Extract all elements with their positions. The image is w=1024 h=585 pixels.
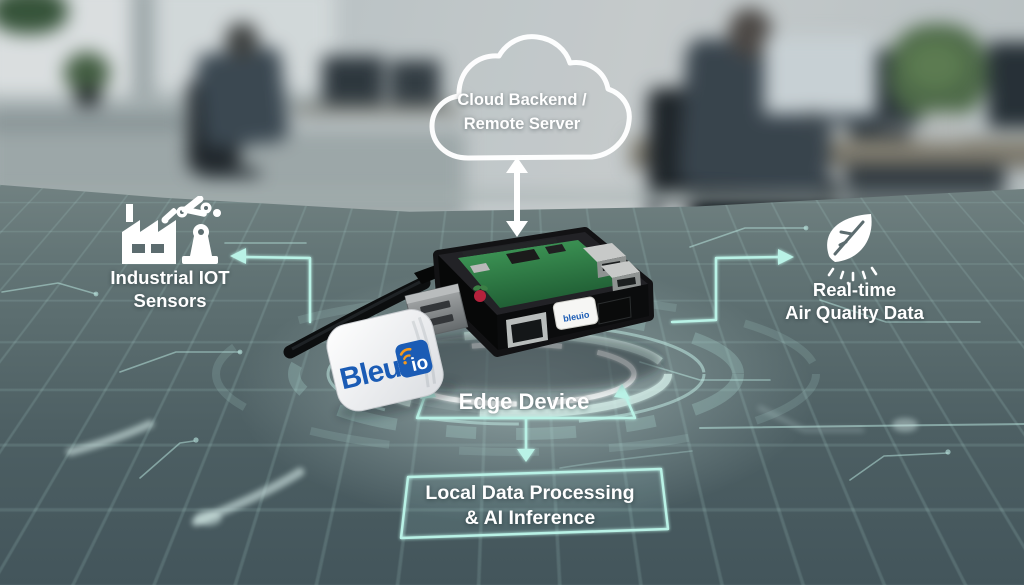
plant	[905, 40, 965, 90]
window-frame	[132, 0, 154, 105]
industrial-label-line1: Industrial IOT	[110, 267, 230, 288]
industrial-label-line2: Sensors	[133, 290, 207, 311]
air-quality-label-line1: Real-time	[812, 279, 897, 300]
left-connector-line	[242, 255, 312, 324]
right-connector-line	[670, 255, 782, 324]
glowing-traces	[66, 405, 918, 527]
processing-label-line2: & AI Inference	[464, 507, 596, 529]
monitor-screen	[764, 36, 876, 114]
ram-chip	[545, 244, 566, 254]
usb-stack	[583, 243, 626, 262]
monitor	[322, 56, 384, 108]
leaf-icon	[818, 212, 890, 287]
pi-case-left	[438, 255, 498, 350]
teal-connectors	[242, 255, 782, 540]
raspberry-pi-device: bleuio	[283, 227, 662, 392]
gpio-header	[462, 238, 558, 257]
keyboard	[850, 128, 910, 138]
processing-box	[399, 467, 670, 540]
arrowhead-down	[517, 449, 535, 462]
arrowhead-left	[230, 248, 246, 264]
usb-port-black	[597, 296, 632, 325]
arrowhead-up-right	[614, 384, 630, 399]
pi-pcb	[458, 240, 628, 308]
factory-robot-icon	[120, 195, 225, 266]
bleuio-mini-dongle: bleuio	[552, 296, 599, 330]
arrowhead-right	[778, 249, 794, 265]
industrial-iot-label: Industrial IOT Sensors	[70, 266, 270, 312]
monitor	[988, 42, 1024, 128]
usb-stack	[601, 261, 640, 278]
table-edge-highlight	[0, 178, 1024, 202]
raspberry-logo	[473, 285, 488, 302]
office-chair	[200, 168, 260, 178]
plant	[0, 0, 68, 34]
monitor	[390, 60, 440, 106]
air-quality-label-line2: Air Quality Data	[785, 302, 924, 323]
dongle-body	[326, 309, 444, 412]
plant-pot	[76, 88, 100, 106]
plant	[64, 52, 110, 94]
processing-box-label: Local Data Processing & AI Inference	[400, 481, 660, 531]
bleuio-dongle: Bleu io	[326, 283, 469, 419]
desk	[295, 104, 460, 116]
monitor-stand	[806, 112, 820, 130]
plant-pot	[922, 112, 964, 142]
usb-cable	[283, 276, 431, 359]
circuit-traces	[1, 225, 1024, 481]
processing-label-line1: Local Data Processing	[425, 482, 635, 504]
person-head	[225, 22, 259, 60]
bidirectional-arrow-icon	[506, 157, 528, 237]
wifi-signal-icon	[399, 347, 412, 356]
dongle-badge-text: io	[409, 352, 430, 376]
cloud-label-line1: Cloud Backend /	[457, 91, 587, 109]
cloud-outline-icon	[429, 34, 632, 161]
mini-dongle-label: bleuio	[562, 309, 590, 324]
soc-chip	[506, 249, 540, 264]
cloud-label-line2: Remote Server	[463, 115, 581, 133]
air-quality-label: Real-time Air Quality Data	[752, 278, 957, 324]
hdmi-port	[470, 263, 490, 273]
edge-device-label: Edge Device	[458, 389, 590, 414]
cloud-label: Cloud Backend / Remote Server	[433, 88, 611, 136]
